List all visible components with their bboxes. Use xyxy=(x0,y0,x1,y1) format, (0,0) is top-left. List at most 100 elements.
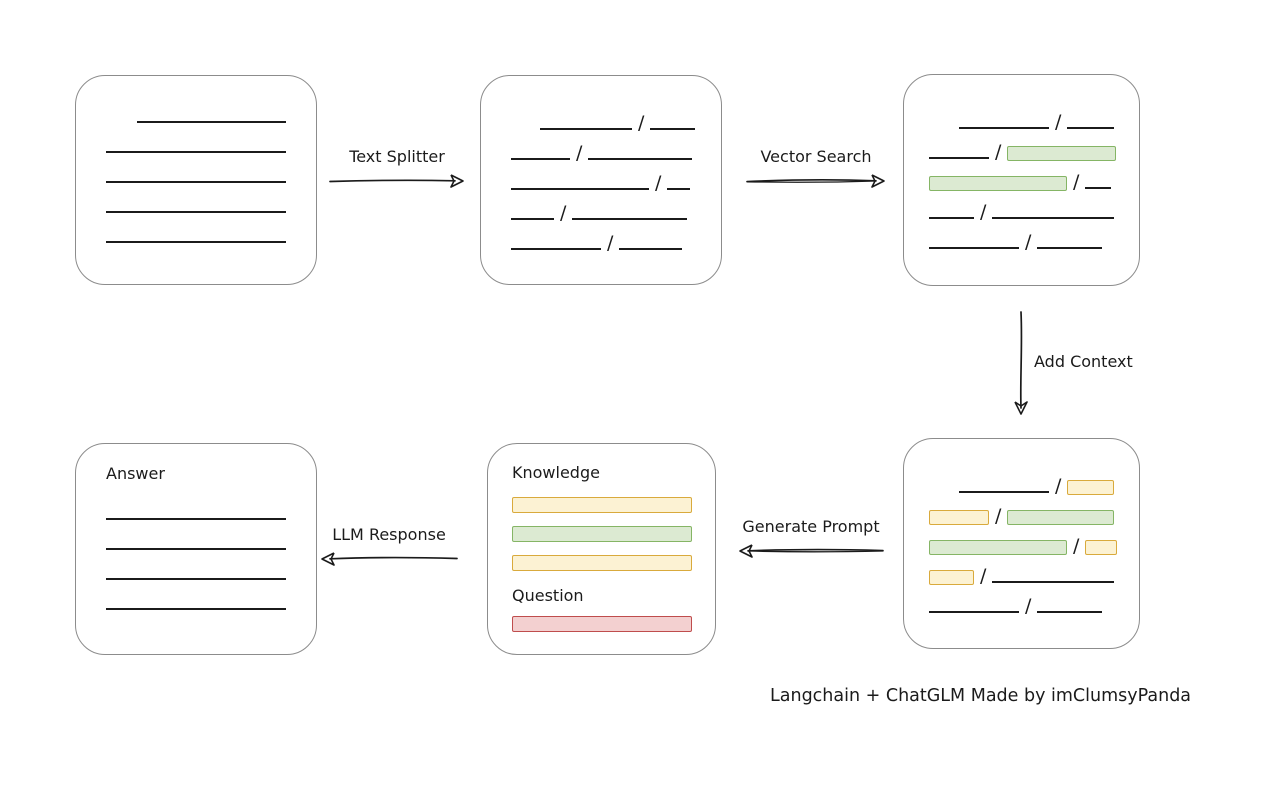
slash-separator: / xyxy=(980,201,987,223)
yellow-highlight xyxy=(929,570,974,585)
green-knowledge-bar xyxy=(512,526,692,542)
diagram-caption: Langchain + ChatGLM Made by imClumsyPand… xyxy=(770,686,1192,706)
slash-separator: / xyxy=(560,202,567,224)
add-context-label: Add Context xyxy=(1034,352,1133,371)
arrow-right-icon xyxy=(329,174,464,188)
text-line xyxy=(106,181,286,183)
slash-separator: / xyxy=(638,112,645,134)
answer-line xyxy=(106,518,286,520)
slash-separator: / xyxy=(1025,231,1032,253)
vector-result-lines: / / / / / xyxy=(904,75,1139,254)
arrow-down-icon xyxy=(1014,311,1028,415)
chunk-row: / xyxy=(511,105,721,135)
question-label: Question xyxy=(512,586,584,605)
chunk-row xyxy=(106,98,316,128)
text-splitter-arrow: Text Splitter xyxy=(327,146,467,190)
chunk-row: / xyxy=(511,195,721,225)
answer-label: Answer xyxy=(106,464,165,483)
context-lines: ///// xyxy=(904,439,1139,618)
vector-search-label: Vector Search xyxy=(760,147,872,166)
text-line xyxy=(667,188,691,190)
chunk-row: / xyxy=(511,165,721,195)
knowledge-label: Knowledge xyxy=(512,463,600,482)
add-context-arrow xyxy=(1012,310,1030,418)
slash-separator: / xyxy=(995,505,1002,527)
yellow-highlight xyxy=(929,510,989,525)
text-line xyxy=(1067,127,1115,129)
chunk-row: / xyxy=(929,588,1139,618)
chunk-row xyxy=(106,128,316,158)
slash-separator: / xyxy=(1073,535,1080,557)
text-line xyxy=(992,217,1115,219)
slash-separator: / xyxy=(995,141,1002,163)
text-line xyxy=(929,217,974,219)
text-line xyxy=(959,491,1049,493)
slash-separator: / xyxy=(655,172,662,194)
slash-separator: / xyxy=(1055,475,1062,497)
vector-search-arrow: Vector Search xyxy=(744,146,888,190)
yellow-knowledge-bar xyxy=(512,497,692,513)
question-bar-wrap xyxy=(512,616,715,632)
chunk-row: / xyxy=(929,558,1139,588)
chunk-row: / xyxy=(929,164,1139,194)
chunk-row: / xyxy=(511,135,721,165)
vector-search-result-box: / / / / / xyxy=(903,74,1140,286)
green-highlight xyxy=(929,540,1067,555)
text-line xyxy=(106,151,286,153)
generate-prompt-label: Generate Prompt xyxy=(742,517,880,536)
add-context-label-wrap: Add Context xyxy=(1034,351,1133,373)
text-line xyxy=(540,128,632,130)
chunks-box: ///// xyxy=(480,75,722,285)
context-box: ///// xyxy=(903,438,1140,649)
text-line xyxy=(106,241,286,243)
text-line xyxy=(650,128,696,130)
llm-response-arrow: LLM Response xyxy=(318,524,460,568)
green-highlight xyxy=(1007,146,1117,161)
document-lines xyxy=(76,76,316,248)
chunk-row: / xyxy=(511,225,721,255)
answer-line xyxy=(106,608,286,610)
chunk-row: / xyxy=(929,194,1139,224)
chunk-lines: ///// xyxy=(481,76,721,255)
text-line xyxy=(619,248,683,250)
text-line xyxy=(929,157,989,159)
arrow-right-icon xyxy=(746,174,885,188)
answer-lines xyxy=(106,518,316,610)
green-highlight xyxy=(929,176,1067,191)
answer-line xyxy=(106,548,286,550)
text-line xyxy=(992,581,1115,583)
slash-separator: / xyxy=(607,232,614,254)
text-line xyxy=(1085,187,1112,189)
yellow-highlight xyxy=(1085,540,1118,555)
text-line xyxy=(588,158,693,160)
slash-separator: / xyxy=(1073,171,1080,193)
text-line xyxy=(511,248,601,250)
text-line xyxy=(106,211,286,213)
chunk-row: / xyxy=(929,134,1139,164)
red-question-bar xyxy=(512,616,692,632)
chunk-row: / xyxy=(929,498,1139,528)
chunk-row: / xyxy=(929,224,1139,254)
text-line xyxy=(929,247,1019,249)
generate-prompt-arrow: Generate Prompt xyxy=(736,516,886,560)
answer-line xyxy=(106,578,286,580)
answer-box: Answer xyxy=(75,443,317,655)
green-highlight xyxy=(1007,510,1115,525)
text-line xyxy=(929,611,1019,613)
chunk-row xyxy=(106,158,316,188)
document-box xyxy=(75,75,317,285)
yellow-highlight xyxy=(1067,480,1115,495)
slash-separator: / xyxy=(1025,595,1032,617)
chunk-row xyxy=(106,188,316,218)
text-line xyxy=(1037,247,1103,249)
arrow-left-icon xyxy=(739,544,884,558)
text-line xyxy=(1037,611,1103,613)
slash-separator: / xyxy=(1055,111,1062,133)
text-splitter-label: Text Splitter xyxy=(349,147,445,166)
prompt-box: Knowledge Question xyxy=(487,443,716,655)
chunk-row: / xyxy=(929,468,1139,498)
text-line xyxy=(511,158,570,160)
chunk-row: / xyxy=(929,528,1139,558)
text-line xyxy=(511,218,554,220)
